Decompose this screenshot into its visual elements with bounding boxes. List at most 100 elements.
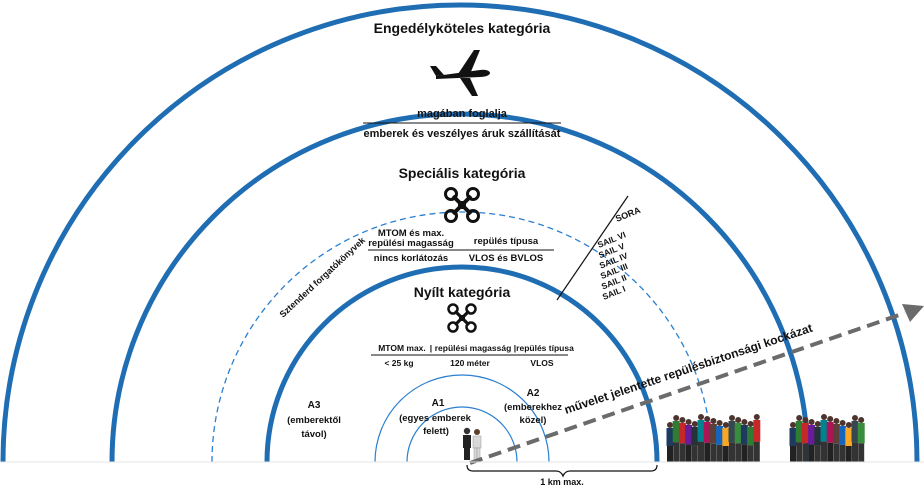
open-altitude-header: repülési magasság — [435, 343, 512, 353]
person-figure — [857, 423, 865, 444]
person-figure — [821, 414, 827, 420]
person-figure — [796, 415, 803, 421]
person-figure — [697, 420, 705, 442]
person-figure — [790, 422, 796, 428]
person-figure — [710, 418, 717, 424]
certified-includes-label: magában foglalja — [417, 108, 508, 120]
a2-description: közel) — [520, 415, 547, 426]
open-mtom-value: < 25 kg — [384, 358, 413, 368]
two-people-image — [463, 427, 482, 461]
a3-title: A3 — [308, 400, 321, 411]
person-figure — [716, 444, 723, 462]
a1-title: A1 — [432, 398, 445, 409]
open-flight-type-header: repülés típusa — [516, 343, 574, 353]
person-figure — [839, 426, 847, 445]
person-figure — [852, 415, 858, 421]
person-figure — [796, 442, 803, 462]
specific-mtom-header: MTOM és max. — [378, 228, 444, 239]
certified-category-title: Engedélyköteles kategória — [374, 20, 551, 36]
person-figure — [833, 418, 840, 424]
person-figure — [685, 419, 692, 425]
person-figure — [802, 443, 809, 462]
person-figure — [826, 422, 834, 443]
person-figure — [729, 415, 735, 421]
person-figure — [845, 422, 852, 428]
person-figure — [672, 421, 680, 443]
person-figure — [691, 445, 698, 462]
standard-scenarios-dashed-arc — [211, 211, 713, 463]
person-figure — [735, 417, 742, 423]
person-figure — [716, 426, 724, 445]
person-figure — [704, 442, 711, 462]
person-figure — [735, 443, 742, 462]
risk-arrow — [469, 311, 906, 465]
person-figure — [679, 443, 686, 462]
open-altitude-value: 120 méter — [450, 358, 490, 368]
person-figure — [722, 446, 729, 462]
person-figure — [827, 416, 834, 422]
person-figure — [852, 442, 858, 462]
a2-subcategory-arc — [374, 374, 550, 463]
person-figure — [666, 428, 674, 446]
person-figure — [858, 443, 865, 462]
person-figure — [691, 421, 698, 427]
person-figure — [839, 420, 846, 426]
person-figure — [685, 444, 692, 462]
person-figure — [741, 444, 748, 462]
person-figure — [728, 421, 736, 443]
person-figure — [821, 441, 827, 462]
person-figure — [698, 441, 704, 462]
person-figure — [703, 422, 711, 443]
person-figure — [851, 421, 859, 443]
specific-category-title: Speciális kategória — [399, 165, 526, 181]
certified-category-arc — [0, 2, 920, 463]
person-figure — [839, 444, 846, 462]
person-figure — [679, 417, 686, 423]
person-figure — [667, 422, 673, 428]
a2-description: (emberekhez — [504, 402, 562, 413]
person-figure — [820, 420, 828, 442]
person-figure — [722, 422, 729, 428]
distance-brace — [466, 464, 658, 478]
a1-description: (egyes emberek — [399, 413, 472, 424]
person-figure — [673, 442, 680, 462]
person-figure — [722, 428, 730, 446]
standard-scenarios-label: Sztenderd forgatókönyvek — [278, 234, 368, 319]
person-figure — [845, 428, 853, 446]
specific-mtom-value: nincs korlátozás — [374, 253, 448, 264]
person-figure — [808, 419, 815, 425]
person-figure — [698, 414, 704, 420]
sora-boundary-line — [556, 195, 629, 301]
person-figure — [740, 425, 748, 445]
person-figure — [790, 446, 796, 462]
person-figure — [753, 441, 760, 462]
a3-description: távol) — [301, 429, 326, 440]
open-category-arc — [264, 264, 660, 463]
a3-description: (emberektől — [287, 415, 341, 426]
person-figure — [845, 446, 852, 462]
open-header-separator: | — [430, 343, 432, 353]
open-mtom-header: MTOM max. — [378, 343, 426, 353]
specific-category-arc — [109, 111, 811, 463]
certified-transport-label: emberek és veszélyes áruk szállítását — [364, 128, 561, 140]
crowd-image — [666, 414, 761, 462]
person-figure — [673, 415, 680, 421]
person-figure — [814, 445, 821, 462]
person-figure — [747, 445, 754, 462]
a1-description: felett) — [423, 426, 449, 437]
drone-icon — [444, 187, 480, 223]
sail-levels-list: SAIL VI SAIL V SAIL IV SAIL III SAIL II … — [596, 229, 629, 301]
person-figure — [729, 442, 735, 462]
specific-altitude-header: repülési magasság — [368, 238, 454, 249]
open-flight-type-value: VLOS — [530, 358, 553, 368]
person-figure — [808, 425, 816, 445]
specific-flight-type-header: repülés típusa — [474, 236, 539, 247]
person-figure — [808, 444, 815, 462]
person-figure — [685, 425, 693, 445]
a2-title: A2 — [527, 388, 540, 399]
person-figure — [741, 419, 748, 425]
open-header-separator: | — [514, 343, 516, 353]
person-figure — [678, 423, 686, 444]
airplane-icon — [430, 50, 490, 96]
person-figure — [832, 424, 840, 444]
